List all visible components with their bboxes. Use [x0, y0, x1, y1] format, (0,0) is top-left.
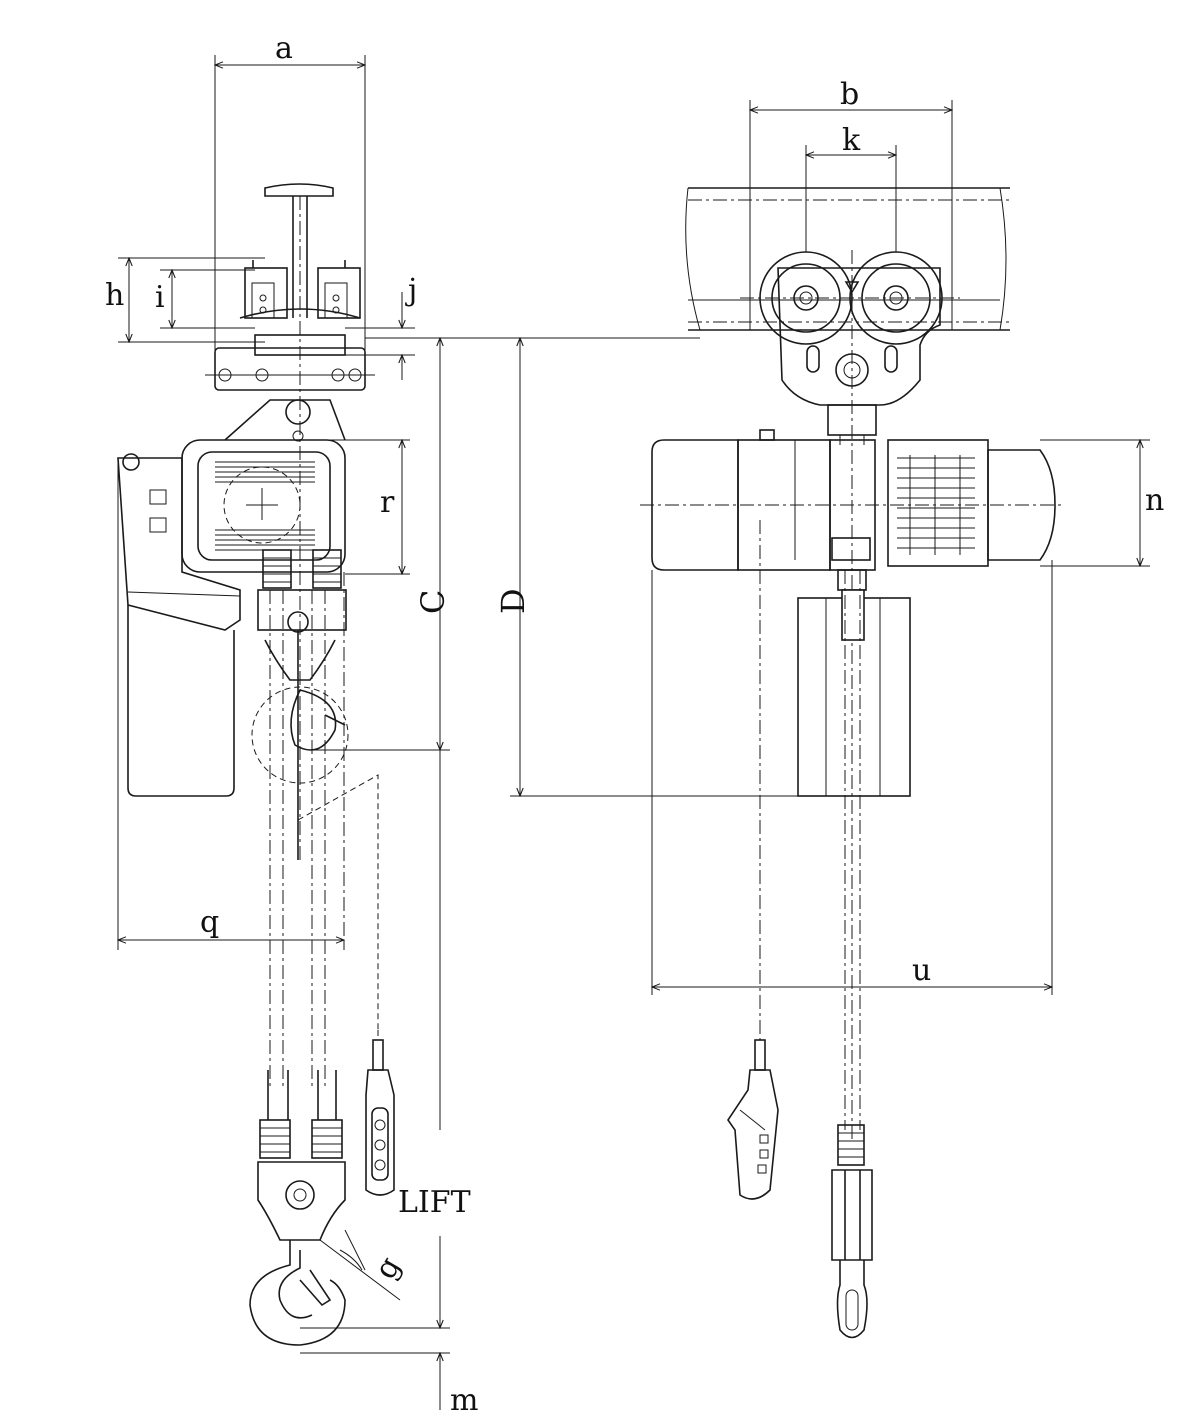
label-n: n: [1145, 483, 1164, 518]
label-r: r: [380, 485, 395, 520]
label-b: b: [840, 77, 859, 112]
label-j: j: [405, 273, 417, 308]
label-m: m: [450, 1383, 478, 1418]
side-view: [117, 183, 401, 1346]
label-i: i: [155, 280, 165, 315]
label-h: h: [105, 278, 124, 313]
dimension-labels: a b k h i j r n C D q u m g LIFT: [105, 31, 1164, 1418]
front-view: [640, 187, 1065, 1339]
dimension-lines: [118, 55, 1150, 1410]
label-k: k: [842, 123, 861, 158]
label-u: u: [912, 953, 931, 988]
label-lift: LIFT: [398, 1185, 471, 1220]
label-D: D: [494, 588, 532, 614]
label-a: a: [275, 31, 293, 66]
label-C: C: [414, 590, 452, 614]
label-q: q: [200, 905, 219, 940]
